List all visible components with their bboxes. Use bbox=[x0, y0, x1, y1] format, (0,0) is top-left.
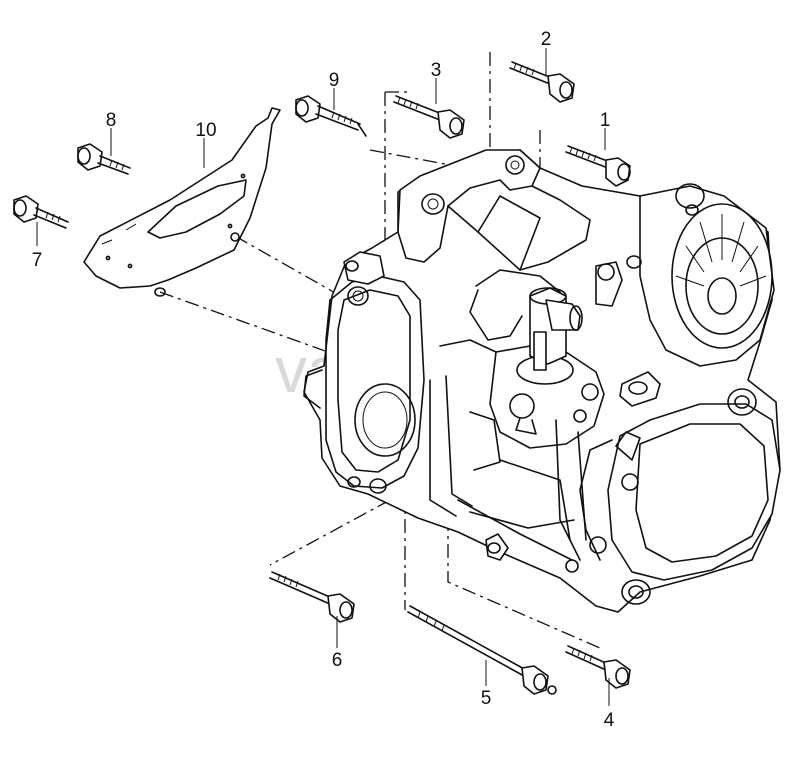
callout-9: 9 bbox=[329, 70, 340, 91]
callout-2: 2 bbox=[541, 29, 552, 50]
callout-4: 4 bbox=[604, 710, 615, 731]
bolt-6 bbox=[269, 571, 355, 623]
bolt-1 bbox=[565, 145, 631, 187]
callout-6: 6 bbox=[332, 650, 343, 671]
callout-10: 10 bbox=[195, 120, 216, 141]
leader-lines bbox=[36, 48, 610, 706]
bolt-5 bbox=[407, 605, 557, 695]
callout-3: 3 bbox=[431, 60, 442, 81]
gearbox-housing bbox=[303, 149, 781, 613]
callout-7: 7 bbox=[32, 250, 43, 271]
bolt-8 bbox=[77, 143, 131, 175]
bolt-4 bbox=[565, 645, 631, 689]
callout-5: 5 bbox=[481, 688, 492, 709]
bolt-2 bbox=[509, 61, 575, 103]
callout-1: 1 bbox=[600, 110, 611, 131]
heat-shield-bracket bbox=[83, 107, 281, 297]
bolt-9 bbox=[295, 95, 367, 137]
bolt-3 bbox=[393, 95, 465, 139]
bolt-7 bbox=[13, 195, 69, 229]
callout-8: 8 bbox=[106, 110, 117, 131]
